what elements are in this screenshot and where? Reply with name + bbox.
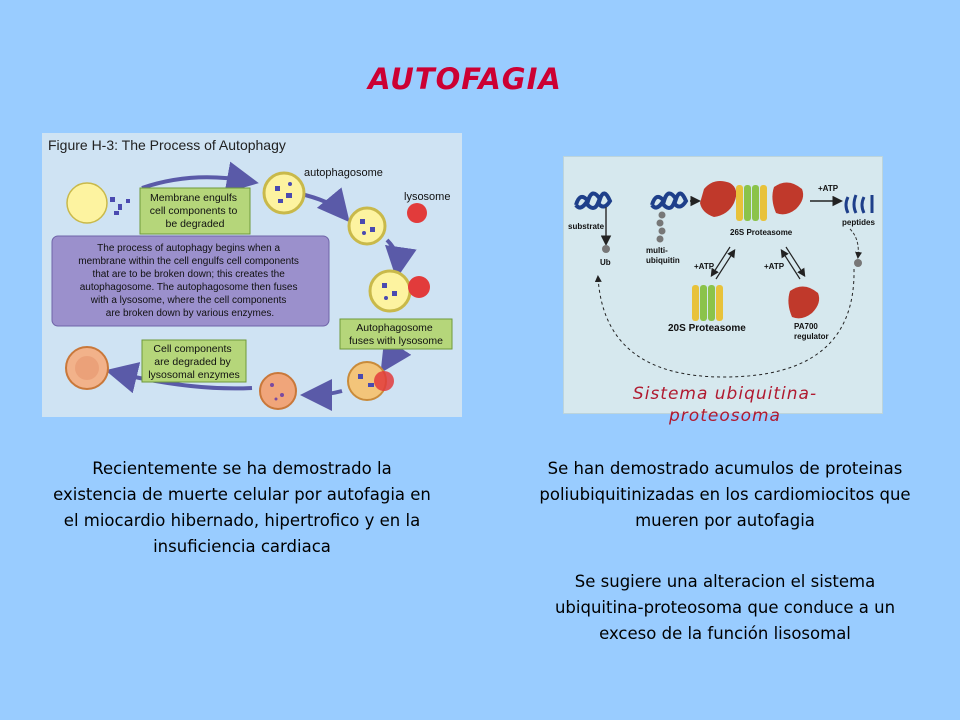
label-atp-right: +ATP	[764, 262, 785, 271]
lysosome-icon	[407, 203, 427, 223]
svg-text:multi- ubiquitin: multi- ubiquitin	[646, 246, 680, 265]
label-atp-left: +ATP	[694, 262, 715, 271]
process-line-6: are broken down by various enzymes.	[106, 308, 274, 319]
process-line-1: The process of autophagy begins when a	[97, 243, 280, 254]
proteasome-diagram: substrate Ub multi- ubiquitin 26S Protea…	[568, 181, 875, 378]
process-line-4: autophagosome. The autophagosome then fu…	[80, 282, 298, 293]
label-pa700: PA700	[794, 322, 818, 331]
process-line-2: membrane within the cell engulfs cell co…	[78, 256, 299, 267]
proteasome-figure: substrate Ub multi- ubiquitin 26S Protea…	[563, 156, 883, 414]
recycle-path	[594, 268, 855, 378]
degraded-line-1: Cell components	[153, 343, 231, 355]
svg-text:Autophagosome fuses with: Autophagosome fuses with lysosome	[349, 322, 443, 347]
label-substrate: substrate	[568, 222, 605, 231]
multi-ubiquitin-icon	[650, 191, 689, 210]
svg-text:Membrane engulfs cell co: Membrane engulfs cell components to be d…	[150, 192, 240, 230]
fuses-line-1: Autophagosome	[356, 322, 433, 334]
caption-line-2: proteosoma	[669, 406, 781, 426]
label-atp-top: +ATP	[818, 184, 839, 193]
process-line-3: that are to be broken down; this creates…	[92, 269, 285, 280]
label-autophagosome: autophagosome	[304, 167, 383, 179]
svg-text:The process of autophagy begin: The process of autophagy begins when a m…	[78, 243, 301, 319]
engulf-line-3: be degraded	[166, 218, 225, 230]
label-ubiquitin: ubiquitin	[646, 256, 680, 265]
pa700-icon	[788, 286, 820, 319]
page-title: AUTOFAGIA	[368, 62, 562, 96]
proteasome-caption: Sistema ubiquitina- proteosoma	[560, 383, 890, 427]
engulf-line-2: cell components to	[150, 205, 238, 217]
svg-text:Cell components are degr: Cell components are degraded by lysosoma…	[148, 343, 240, 381]
label-lysosome: lysosome	[404, 191, 450, 203]
peptides-icon	[844, 194, 874, 214]
process-box	[51, 235, 330, 327]
fuses-box	[339, 318, 453, 350]
substrate-icon	[574, 191, 613, 210]
label-peptides: peptides	[842, 218, 875, 227]
proteasome-26s-left-icon	[700, 181, 737, 217]
process-line-5: with a lysosome, where the cell componen…	[90, 295, 287, 306]
label-26s: 26S Proteasome	[730, 228, 793, 237]
label-multi: multi-	[646, 246, 668, 255]
svg-text:PA700 regulator: PA700 regulator	[794, 322, 829, 341]
engulf-line-1: Membrane engulfs	[150, 192, 237, 204]
fragments-icon	[110, 197, 130, 215]
ub-icon	[602, 245, 610, 253]
label-20s: 20S Proteasome	[668, 323, 746, 334]
label-ub: Ub	[600, 258, 611, 267]
paragraph-right-2: Se sugiere una alteracion el sistema ubi…	[554, 572, 896, 643]
fuses-line-2: fuses with lysosome	[349, 335, 443, 347]
paragraph-right-1: Se han demostrado acumulos de proteinas …	[539, 459, 911, 530]
autophagy-figure: Figure H-3: The Process of Autophagy aut…	[42, 133, 462, 417]
degraded-box	[141, 339, 247, 383]
cell-icon	[66, 182, 108, 224]
figure-heading: Figure H-3: The Process of Autophagy	[48, 137, 286, 153]
caption-line-1: Sistema ubiquitina-	[632, 384, 818, 404]
degraded-line-2: are degraded by	[154, 356, 231, 368]
proteasome-26s-core-icon	[736, 185, 767, 221]
label-regulator: regulator	[794, 332, 829, 341]
paragraph-left: Recientemente se ha demostrado la existe…	[53, 459, 431, 556]
proteasome-20s-icon	[692, 285, 723, 321]
proteasome-26s-right-icon	[772, 182, 804, 215]
degraded-line-3: lysosomal enzymes	[148, 369, 240, 381]
engulf-box	[139, 187, 251, 235]
autophagy-diagram: Figure H-3: The Process of Autophagy aut…	[48, 137, 453, 411]
